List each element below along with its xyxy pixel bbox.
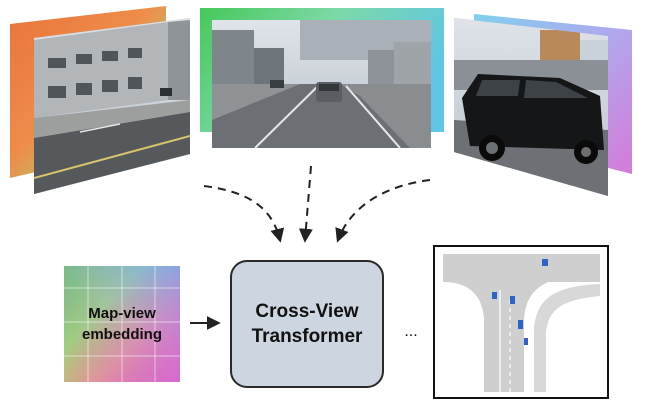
vehicle-marker xyxy=(542,259,548,266)
right-dashed-arrow xyxy=(335,179,431,243)
left-camera-photo xyxy=(34,18,190,194)
front-camera-view xyxy=(200,8,444,148)
bev-output-map xyxy=(433,245,609,399)
embedding-label-line1: Map-view xyxy=(88,305,156,322)
vehicle-marker xyxy=(518,320,523,329)
detected-vehicles xyxy=(492,259,548,345)
vehicle-marker xyxy=(510,296,515,304)
camera-to-transformer-arrows xyxy=(203,165,431,243)
center-dashed-arrow xyxy=(298,165,313,243)
transformer-label-line2: Transformer xyxy=(252,326,363,347)
transformer-label-line1: Cross-View xyxy=(255,301,358,322)
ellipsis: ... xyxy=(404,323,417,340)
embedding-grid xyxy=(64,266,180,382)
cross-view-transformer-block: Cross-View Transformer xyxy=(230,260,384,388)
right-camera-photo xyxy=(454,18,608,196)
lane-markings xyxy=(499,290,511,392)
left-camera-view xyxy=(10,6,190,194)
right-camera-view xyxy=(454,14,632,196)
left-dashed-arrow xyxy=(203,185,285,243)
vehicle-marker xyxy=(524,338,528,345)
front-camera-photo xyxy=(212,20,431,148)
vehicle-marker xyxy=(492,292,497,299)
embedding-label-line2: embedding xyxy=(82,326,162,343)
map-view-embedding: Map-view embedding xyxy=(64,266,180,382)
